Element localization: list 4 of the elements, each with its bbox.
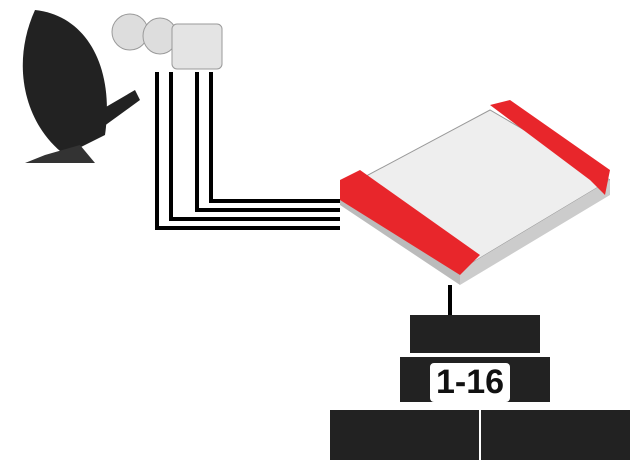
receiver-count: 1-16 — [430, 363, 510, 402]
coaxial-cable — [209, 72, 340, 203]
coaxial-cable — [195, 72, 340, 212]
coaxial-cable — [448, 285, 452, 315]
